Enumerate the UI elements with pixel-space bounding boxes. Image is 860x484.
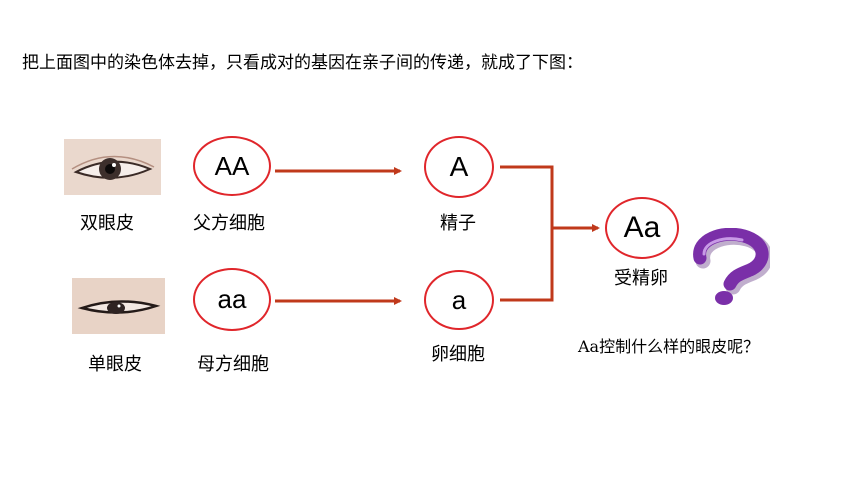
single-eyelid-photo [72, 278, 165, 334]
heading: 把上面图中的染色体去掉，只看成对的基因在亲子间的传递，就成了下图： [22, 53, 583, 73]
zygote-genotype: Aa [623, 211, 661, 244]
egg-genotype-circle: a [424, 270, 494, 330]
mother-genotype-circle: aa [193, 268, 271, 331]
father-genotype: AA [214, 150, 250, 181]
father-genotype-circle: AA [193, 136, 271, 196]
mother-genotype: aa [217, 284, 247, 314]
single-eyelid-label: 单眼皮 [88, 354, 142, 375]
father-cell-label: 父方细胞 [193, 213, 265, 234]
sperm-genotype: A [449, 151, 469, 182]
sperm-label: 精子 [440, 213, 476, 234]
zygote-label: 受精卵 [614, 268, 668, 289]
mother-cell-label: 母方细胞 [197, 354, 269, 375]
double-eyelid-label: 双眼皮 [80, 213, 134, 234]
egg-label: 卵细胞 [431, 344, 485, 365]
egg-genotype: a [451, 284, 467, 315]
double-eyelid-photo [64, 139, 161, 195]
zygote-genotype-circle: Aa [605, 197, 679, 259]
sperm-genotype-circle: A [424, 136, 494, 198]
question-text: Aa控制什么样的眼皮呢？ [578, 337, 760, 356]
question-mark-icon [693, 228, 770, 305]
sperm-to-zygote-connector [500, 165, 554, 302]
